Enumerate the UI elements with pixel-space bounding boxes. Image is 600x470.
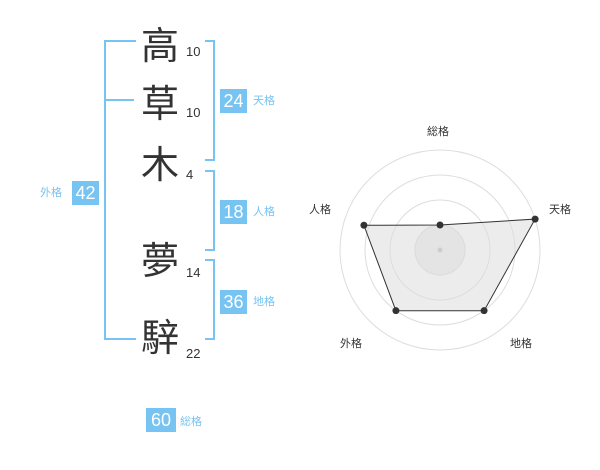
tenkaku-bracket [205,40,215,161]
jinkaku-value-badge: 18 [220,200,247,224]
radar-point-3 [392,307,400,315]
radar-point-2 [480,307,488,315]
radar-axis-label-chikaku: 地格 [510,337,532,350]
jinkaku-label: 人格 [253,205,275,218]
soukaku-value-badge: 60 [146,408,176,432]
name-char-2: 草 [140,82,179,126]
chikaku-label: 地格 [253,295,275,308]
stroke-count-3: 4 [186,167,194,182]
gaikaku-bracket-mid-tick [104,99,134,101]
tenkaku-label: 天格 [253,94,275,107]
radar-center-dot [437,247,443,253]
stroke-count-1: 10 [186,44,201,59]
chikaku-bracket [205,259,215,340]
radar-point-1 [531,215,539,223]
name-char-3: 木 [140,143,179,187]
radar-point-4 [360,221,368,229]
gaikaku-value-badge: 42 [72,181,99,205]
stroke-count-4: 14 [186,265,201,280]
radar-axis-label-gaikaku: 外格 [340,337,362,350]
stroke-count-5: 22 [186,346,201,361]
stroke-count-2: 10 [186,105,201,120]
soukaku-label: 総格 [180,415,202,428]
gaikaku-label: 外格 [40,186,62,199]
radar-axis-label-tenkaku: 天格 [549,203,571,216]
chikaku-value-badge: 36 [220,290,247,314]
radar-axis-label-jinkaku: 人格 [309,203,331,216]
radar-point-0 [436,221,444,229]
radar-series-polygon [363,218,536,312]
radar-grid-ring-4 [339,149,541,351]
tenkaku-value-badge: 24 [220,89,247,113]
name-char-4: 夢 [140,239,179,283]
radar-axis-label-soukaku: 総格 [427,125,449,138]
jinkaku-bracket [205,170,215,251]
name-char-5: 騂 [140,316,179,360]
name-char-1: 高 [140,24,179,68]
gaikaku-bracket [104,40,136,340]
